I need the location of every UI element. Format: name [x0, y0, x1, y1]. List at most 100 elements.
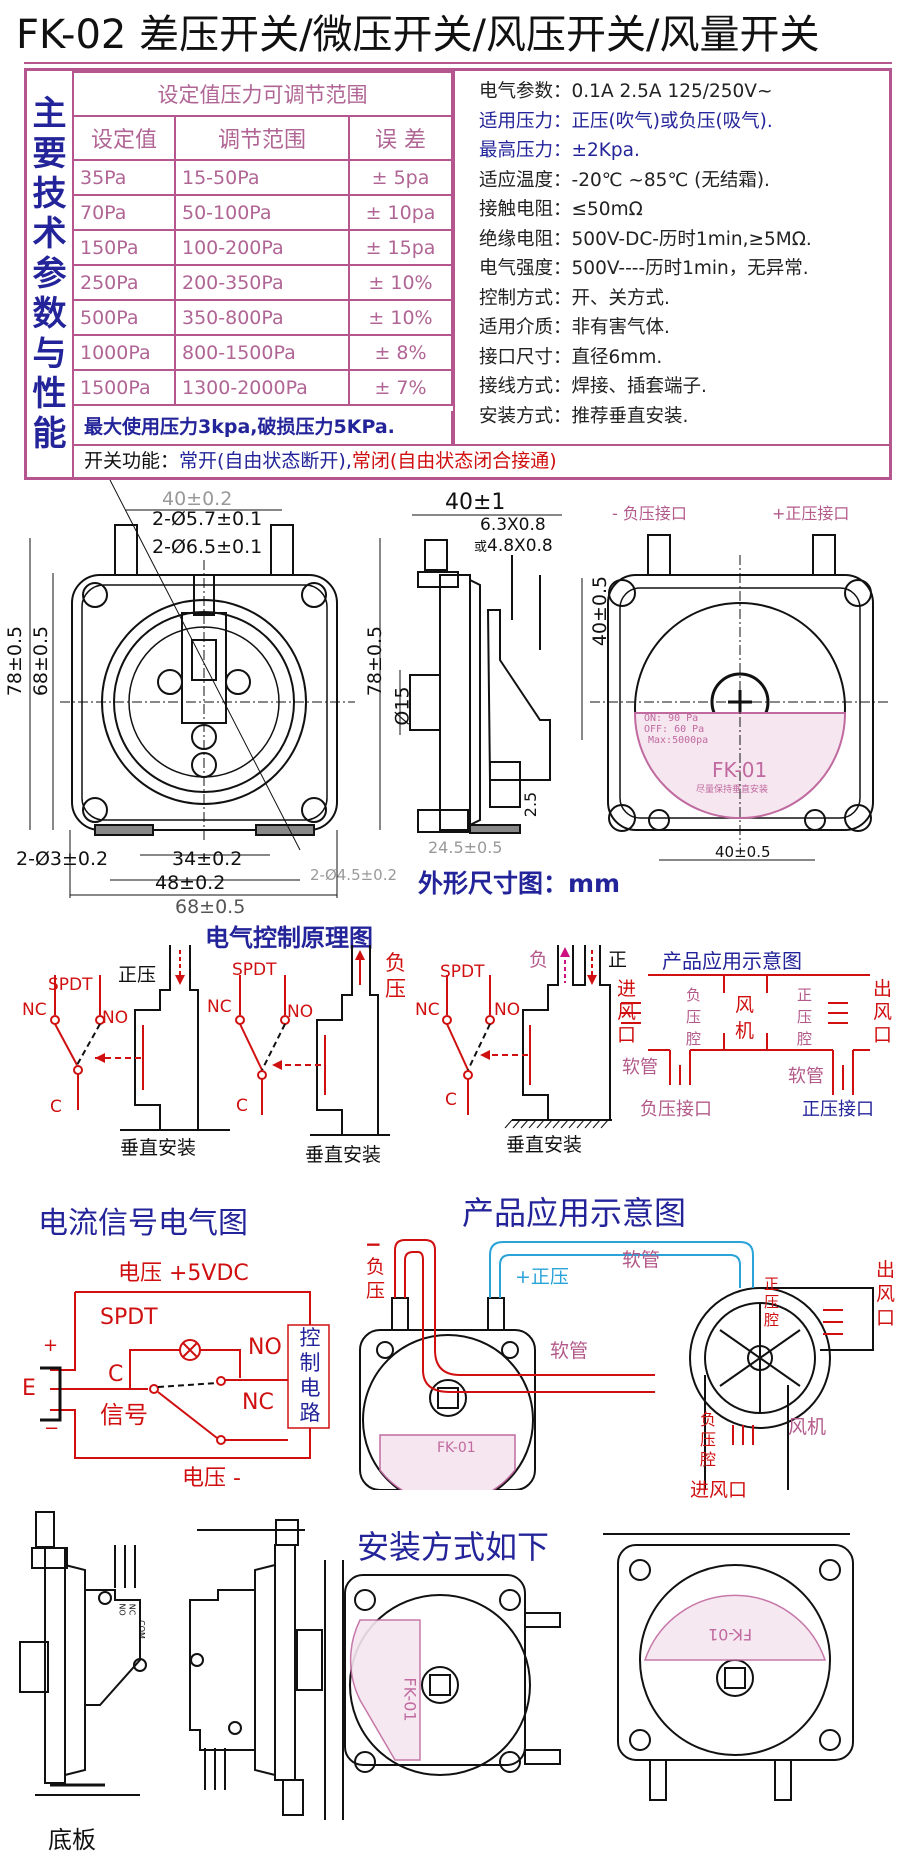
spec-value: 焊接、插套端子. [571, 376, 707, 397]
normally-closed-text: 常闭(自由状态闭合接通) [351, 450, 557, 472]
spec-label: 电气参数 [479, 81, 554, 102]
cell-error: ± 10% [348, 264, 453, 301]
spec-row: 接触电阻：≤50mΩ [479, 199, 643, 220]
application-block-diagram [621, 974, 870, 1095]
app-pic-hose-top: 软管 [622, 1249, 661, 1271]
switch-model-label: FK-01 [712, 758, 768, 782]
spec-value: 500V-DC-历时1min,≥5MΩ. [571, 228, 812, 250]
max-pressure-note: 最大使用压力3kpa,破损压力5KPa. [72, 411, 453, 444]
label-nc-3: NC [415, 1000, 440, 1020]
app-block-hose-1: 软管 [622, 1057, 658, 1078]
spec-row: 绝缘电阻：500V-DC-历时1min,≥5MΩ. [479, 228, 812, 250]
dim-hole-spacing-inner: 34±0.2 [172, 848, 243, 870]
dim-base-thickness: 2.5 [521, 791, 541, 818]
principle-diagrams [50, 945, 870, 1136]
switch-function-line: 开关功能：常开(自由状态断开),常闭(自由状态闭合接通) [72, 444, 889, 477]
app-pic-inlet: 进风口 [690, 1479, 748, 1501]
app-block-fan: 风机 [735, 994, 755, 1042]
side-char: 技 [32, 174, 67, 214]
dim-mount-spacing: 40±0.5 [715, 843, 771, 861]
signal-nc: NC [242, 1390, 274, 1415]
spec-value: 非有害气体. [571, 317, 670, 338]
dim-terminal-a: 6.3X0.8 [480, 515, 546, 535]
neg-port-label: - 负压接口 [612, 504, 687, 523]
dim-height-total: 78±0.5 [4, 625, 27, 697]
dim-terminal-b: 或4.8X0.8 [474, 536, 553, 556]
spec-value: 直径6mm. [571, 346, 663, 368]
install-model-1: FK-01 [400, 1677, 420, 1722]
install-base-label: 底板 [48, 1826, 96, 1854]
dim-port-inner: 2-Ø5.7±0.1 [152, 508, 263, 530]
signal-title: 电流信号电气图 [38, 1206, 248, 1241]
app-block-neg-port: 负压接口 [640, 1099, 712, 1120]
signal-e: E [22, 1376, 36, 1401]
spec-value: 开、关方式. [571, 287, 670, 309]
install-title: 安装方式如下 [357, 1528, 550, 1566]
spec-divider [453, 71, 455, 444]
spec-row: 接线方式：焊接、插套端子. [479, 376, 707, 397]
control-char: 制 [299, 1351, 321, 1375]
dim-hole-large: 2-Ø4.5±0.2 [310, 866, 398, 884]
label-no-1: NO [102, 1008, 129, 1028]
switch-label-off: OFF: 60 Pa [644, 724, 705, 735]
app-block-hose-2: 软管 [788, 1066, 824, 1087]
page-title: FK-02 差压开关/微压开关/风压开关/风量开关 [16, 12, 820, 58]
title-underline [24, 62, 892, 64]
cell-set: 70Pa [72, 194, 176, 231]
app-pic-model: FK-01 [437, 1440, 476, 1456]
dim-switch-height: 40±0.5 [589, 575, 612, 647]
terminal-b-value: 4.8X0.8 [487, 536, 553, 556]
app-pic-fan: 风机 [788, 1416, 827, 1438]
install-pin-nc: NC [127, 1603, 137, 1616]
app-pic-pos-chamber: 正压腔 [764, 1275, 780, 1329]
signal-vplus: 电压 +5VDC [118, 1261, 249, 1286]
principle-title: 电气控制原理图 [205, 924, 373, 952]
cell-set: 250Pa [72, 264, 176, 301]
cell-set: 500Pa [72, 299, 176, 336]
spec-value: ±2Kpa. [571, 140, 640, 161]
side-char: 数 [32, 294, 67, 334]
cell-range: 800-1500Pa [174, 334, 350, 371]
spec-label: 适用介质 [479, 317, 554, 338]
label-no-2: NO [287, 1002, 314, 1022]
dimension-caption: 外形尺寸图：mm [418, 869, 621, 898]
label-spdt-1: SPDT [48, 975, 93, 995]
cell-range: 15-50Pa [174, 159, 350, 196]
app-block-inlet: 进风口 [617, 978, 637, 1046]
cell-error: ± 8% [348, 334, 453, 371]
app-pic-drawing [359, 1239, 874, 1490]
app-block-pos-port: 正压接口 [802, 1099, 874, 1120]
cell-range: 350-800Pa [174, 299, 350, 336]
label-c-1: C [50, 1097, 62, 1117]
control-char: 控 [299, 1326, 321, 1350]
pos-port-label: +正压接口 [772, 504, 850, 523]
spec-label: 适用压力 [479, 110, 554, 132]
col-header-set: 设定值 [72, 115, 176, 161]
spec-label: 接口尺寸 [479, 346, 554, 368]
col-header-error: 误 差 [348, 115, 453, 161]
install-model-2: FK-01 [708, 1625, 753, 1644]
spec-row: 控制方式：开、关方式. [479, 287, 670, 309]
label-negative-2: 负压 [385, 951, 406, 1001]
cell-set: 150Pa [72, 229, 176, 266]
label-positive-1: 正压 [118, 964, 157, 986]
switch-install-note: 尽量保持垂直安装 [696, 785, 769, 795]
principle-switch-2 [235, 945, 390, 1136]
dim-hole-small: 2-Ø3±0.2 [16, 848, 109, 870]
dim-port-outer: 2-Ø6.5±0.1 [152, 536, 263, 558]
spec-label: 控制方式 [479, 287, 554, 309]
table-header: 设定值压力可调节范围 [72, 71, 453, 117]
signal-plus: + [43, 1335, 59, 1356]
spec-label: 接触电阻 [479, 199, 554, 220]
spec-row: 适用压力：正压(吹气)或负压(吸气). [479, 110, 773, 132]
principle-switch-3 [442, 945, 612, 1121]
switch-label-max: Max:5000pa [648, 735, 709, 746]
app-block-title: 产品应用示意图 [662, 949, 802, 973]
label-neg-short: 负 [529, 949, 549, 971]
spec-value: ≤50mΩ [571, 199, 643, 220]
